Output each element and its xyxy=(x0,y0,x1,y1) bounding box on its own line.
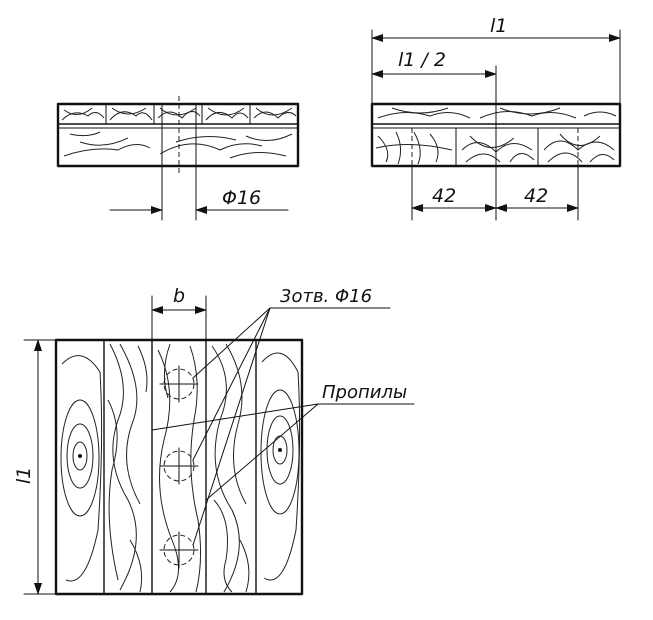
board-1-grain xyxy=(60,355,103,582)
leader-line xyxy=(192,307,271,461)
dim-l1-side-label: l1 xyxy=(13,467,35,484)
holes-callout-label: 3отв. Φ16 xyxy=(280,286,372,307)
plan-outline xyxy=(54,338,304,596)
lower-layer-grain xyxy=(63,131,293,159)
leader-line xyxy=(205,403,319,501)
board-5-grain xyxy=(260,352,301,581)
top-layer-hatching xyxy=(61,103,297,125)
dim-phi16-label: Φ16 xyxy=(222,187,261,209)
leader-line xyxy=(192,307,271,379)
hole-1 xyxy=(159,365,199,403)
board-4-grain xyxy=(211,343,250,593)
panel-outline xyxy=(56,102,300,168)
leader-line xyxy=(192,307,271,546)
dim-b-label: b xyxy=(173,285,185,307)
dim-42-left-label: 42 xyxy=(432,185,456,207)
kerfs-callout-label: Пропилы xyxy=(322,382,407,403)
dim-l1-label: l1 xyxy=(490,15,507,37)
section-view-right: l1 l1 / 2 42 42 xyxy=(370,15,622,221)
hole-3 xyxy=(159,531,199,569)
section-view-left: Φ16 xyxy=(56,96,300,221)
board-2-grain xyxy=(107,343,148,593)
top-layer-grain xyxy=(377,107,617,119)
dim-l1-half-label: l1 / 2 xyxy=(398,49,446,71)
hole-2 xyxy=(159,447,199,485)
leader-line xyxy=(151,403,319,431)
dim-42-right-label: 42 xyxy=(524,185,548,207)
plan-view: b l1 3отв. Φ16 Пропилы xyxy=(13,285,415,596)
